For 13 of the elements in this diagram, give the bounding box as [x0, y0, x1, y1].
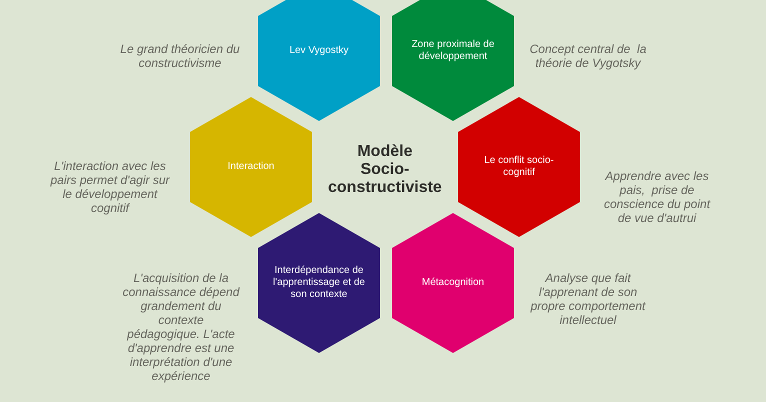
- hexagon-label: Interaction: [226, 161, 276, 173]
- hexagon-label: Interdépendance de l'apprentissage et de son contexte: [272, 265, 366, 301]
- description-text: Apprendre avec les pais, prise de conscience du point de vue d'autrui: [602, 169, 712, 225]
- hexagon-label: Métacognition: [420, 277, 486, 289]
- hexagon-label: Zone proximale de développement: [410, 39, 496, 63]
- hexagon-label: Lev Vygostky: [288, 45, 350, 57]
- description-text: Analyse que fait l'apprenant de son propre comportement intellectuel: [529, 271, 647, 327]
- description-text: L'interaction avec les pairs permet d'agir sur le développement cognitif: [49, 159, 171, 215]
- description-text: Concept central de la théorie de Vygotsky: [528, 42, 648, 70]
- hexagon-label: Le conflit socio-cognitif: [483, 155, 555, 179]
- description-text: L'acquisition de la connaissance dépend grandement du contexte pédagogique. L'acte d'apprendre est une interprétation d'une expérience: [122, 271, 241, 383]
- description-text: Le grand théoricien du constructivisme: [119, 42, 241, 70]
- diagram-title: Modèle Socio-constructiviste: [328, 143, 442, 197]
